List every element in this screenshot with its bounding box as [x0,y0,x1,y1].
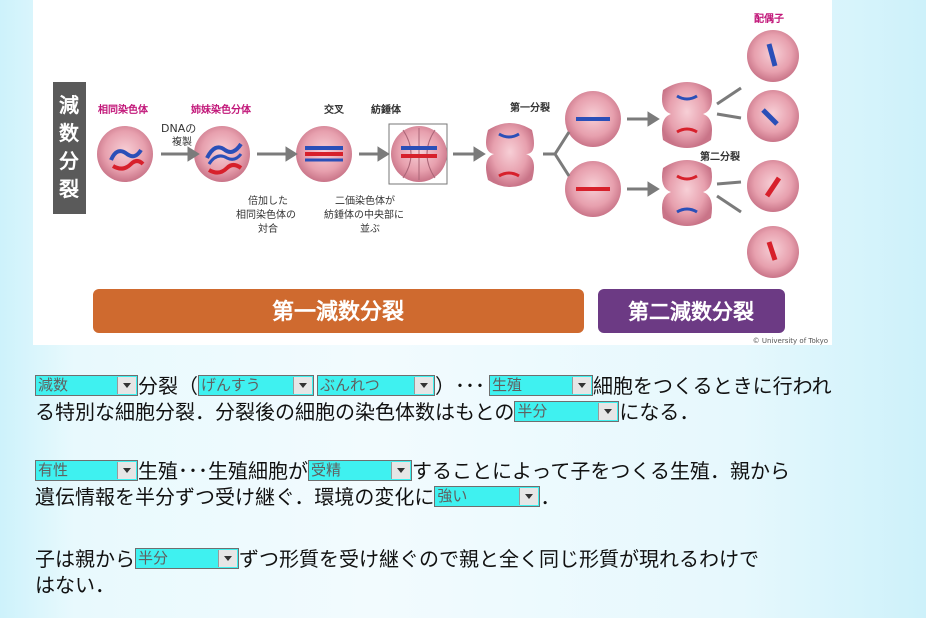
cell-homologous [97,126,153,182]
select-adaptability[interactable]: 強い [434,486,541,507]
side-label-char: 裂 [59,177,79,201]
cell-first-division [486,123,534,187]
gamete-2 [747,90,799,142]
select-chromosome-count[interactable]: 半分 [514,401,620,422]
crossover-label: 交叉 [324,103,345,116]
banner-second-meiosis [598,289,785,333]
side-label-char: 数 [59,121,80,145]
caption-pair: 相同染色体の [236,208,296,221]
cell-sister [194,126,250,182]
cell-spindle [388,123,448,185]
gamete-3 [747,160,799,212]
gamete-1 [747,30,799,82]
paragraph-meiosis: 減数 分裂（げんすう ぶんれつ ）･･･ 生殖 細胞をつくるときに行われ る特別な細胞分裂… [35,373,915,425]
select-fertilization[interactable]: 受精 [308,460,412,481]
chevron-down-icon [414,377,433,394]
select-value: 生殖 [492,376,523,394]
chevron-down-icon [519,488,539,505]
chevron-down-icon [391,462,410,479]
chevron-down-icon [598,403,618,420]
select-value: 強い [437,487,468,505]
cell-upper-divide [662,82,712,148]
caption-align: 紡錘体の中央部に [324,208,404,221]
select-value: げんすう [201,376,261,394]
select-value: 半分 [517,402,548,420]
meiosis-diagram: 減 数 分 裂 相同染色体 姉妹染色分体 DNAの 複製 交叉 紡錘体 第一分裂… [33,0,832,345]
select-value: ぶんれつ [320,376,380,394]
homologous-label: 相同染色体 [98,103,149,116]
text-segment: 子は親から [35,547,135,571]
chevron-down-icon [572,377,591,394]
cell-lower-divide [662,160,712,226]
side-label-char: 減 [59,93,79,117]
text-segment: 分裂（ [138,374,198,398]
text-segment: ずつ形質を受け継ぐので親と全く同じ形質が現れるわけで [239,547,759,571]
select-value: 受精 [311,461,342,479]
cell-synapsis [296,126,352,182]
text-segment: になる． [619,400,700,424]
caption-align: 並ぶ [360,222,380,235]
chevron-down-icon [218,550,237,567]
cell-lower [565,161,621,217]
caption-align: 二価染色体が [335,194,395,207]
cell-upper [565,91,621,147]
select-meiosis-term[interactable]: 減数 [35,375,138,396]
text-segment: 遺伝情報を半分ずつ受け継ぐ．環境の変化に [35,485,435,509]
chevron-down-icon [117,462,136,479]
side-label-box [53,82,86,214]
select-value: 半分 [138,549,169,567]
spindle-label: 紡錘体 [371,103,402,116]
select-value: 有性 [38,461,69,479]
select-reading-genusu[interactable]: げんすう [198,375,314,396]
banner-second-label: 第二減数分裂 [628,300,754,324]
gamete-label: 配偶子 [754,12,784,25]
text-segment: る特別な細胞分裂．分裂後の細胞の染色体数はもとの [35,400,515,424]
text-segment: することによって子をつくる生殖．親から [412,459,790,483]
banner-first-meiosis [93,289,584,333]
select-reading-bunretsu[interactable]: ぶんれつ [317,375,435,396]
sister-label: 姉妹染色分体 [191,103,252,116]
chevron-down-icon [117,377,136,394]
text-segment: はない． [35,573,115,597]
text-segment: ）･･･ [435,374,485,398]
second-division-label: 第二分裂 [700,150,740,163]
dna-label: 複製 [172,135,192,148]
dna-label: DNAの [161,122,196,135]
select-inheritance-fraction[interactable]: 半分 [135,548,239,569]
select-reproductive-cell[interactable]: 生殖 [489,375,593,396]
paragraph-inheritance: 子は親から半分 ずつ形質を受け継ぐので親と全く同じ形質が現れるわけで はない． [35,546,915,598]
text-segment: ． [540,485,561,509]
select-value: 減数 [38,376,69,394]
caption-pair: 対合 [258,222,278,235]
process-arrows [161,86,742,214]
first-division-label: 第一分裂 [510,101,550,114]
caption-pair: 倍加した [248,194,288,207]
paragraph-sexual-reproduction: 有性 生殖･･･生殖細胞が受精 することによって子をつくる生殖．親から 遺伝情報を半… [35,458,915,510]
select-reproduction-type[interactable]: 有性 [35,460,138,481]
text-segment: 生殖･･･生殖細胞が [138,459,308,483]
chevron-down-icon [293,377,312,394]
side-label-char: 分 [59,149,79,173]
credit: © University of Tokyo [753,337,828,345]
banner-first-label: 第一減数分裂 [272,299,404,325]
text-segment: 細胞をつくるときに行われ [593,374,832,398]
gamete-4 [747,226,799,278]
